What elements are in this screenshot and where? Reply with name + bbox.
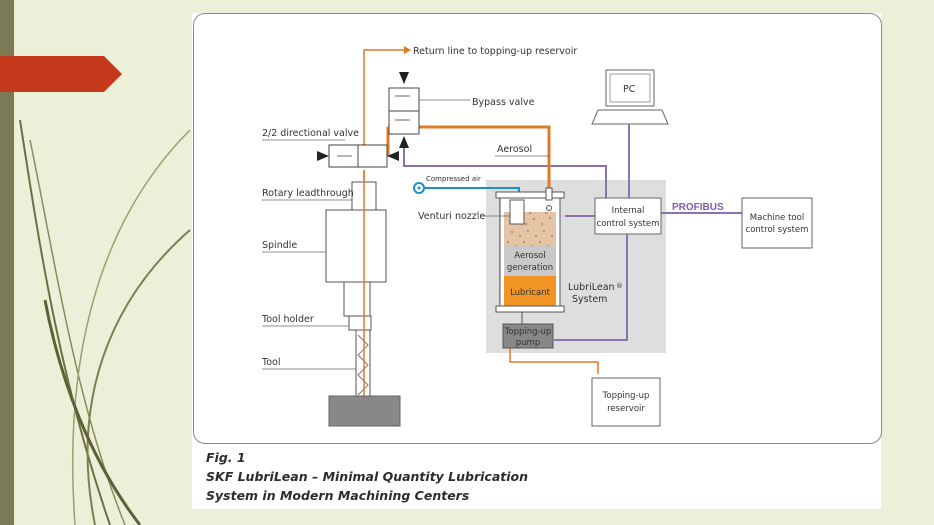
lubrilean-reg-mark: ® [616,282,623,290]
topping-up-reservoir: Topping-up reservoir [591,377,661,427]
caption-line-1: SKF LubriLean – Minimal Quantity Lubrica… [206,469,529,484]
tool-label: Tool [261,357,280,368]
lubrilean-label-1: LubriLean [568,282,615,293]
tool-holder-label: Tool holder [261,314,314,325]
directional-valve-label: 2/2 directional valve [262,128,359,139]
arrow-tab [0,56,122,92]
pc-label: PC [623,84,636,95]
pc-icon: PC [591,69,669,125]
aerosol-generation-label-1: Aerosol [514,251,545,261]
aerosol-label: Aerosol [497,144,532,155]
lubricant-tank: Venturi nozzle Aerosol generation Lubric… [418,187,565,313]
left-accent-bar [0,0,14,525]
decorative-swoosh [86,229,191,525]
rotary-leadthrough-label: Rotary leadthrough [262,188,354,199]
lubricant-label: Lubricant [510,288,550,298]
machine-tool-label-1: Machine tool [750,213,804,223]
reservoir-label-1: Topping-up [602,391,650,401]
control-lines [403,124,742,341]
pump-label-2: pump [516,338,540,348]
machine-tool-control-system: Machine tool control system [741,197,813,249]
internal-control-system: Internal control system [594,197,662,235]
compressed-air-label: Compressed air [426,175,481,183]
spindle-assembly: Rotary leadthrough Spindle Tool holder T… [261,170,401,427]
caption-line-2: System in Modern Machining Centers [206,488,470,503]
lubrilean-label-2: System [572,294,607,305]
decorative-swoosh [71,129,191,525]
profibus-label: PROFIBUS [672,202,724,213]
return-line-label: Return line to topping-up reservoir [413,46,577,57]
bypass-valve: Bypass valve [388,72,535,148]
pump-label-1: Topping-up [504,327,552,337]
decorative-swoosh [19,119,111,525]
spindle-label: Spindle [262,240,297,251]
decorative-swoosh [43,299,142,525]
aerosol-generation-label-2: generation [507,263,553,273]
internal-control-label-2: control system [597,219,660,229]
venturi-nozzle-label: Venturi nozzle [418,211,485,222]
directional-valve: 2/2 directional valve [262,128,399,168]
internal-control-label-1: Internal [612,206,645,216]
topping-up-pump: Topping-up pump [502,312,554,349]
reservoir-label-2: reservoir [607,404,645,414]
bypass-valve-label: Bypass valve [472,97,535,108]
machine-tool-label-2: control system [746,225,809,235]
figure-number: Fig. 1 [206,450,246,465]
